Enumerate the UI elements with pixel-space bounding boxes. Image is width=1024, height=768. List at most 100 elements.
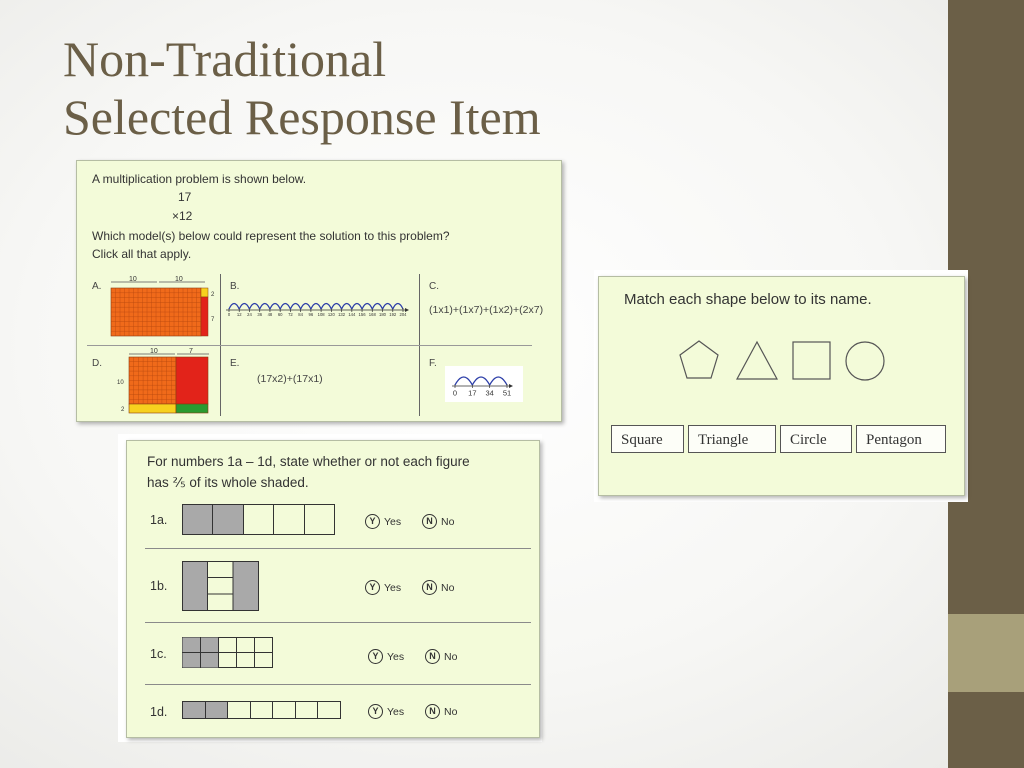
option-e-expression: (17x2)+(17x1) xyxy=(257,373,323,385)
multiplication-intro: A multiplication problem is shown below. xyxy=(92,172,307,186)
option-b-tick-label: 60 xyxy=(278,312,283,317)
option-d-area-model[interactable]: 10 7 10 2 xyxy=(117,347,217,417)
row-1c-label: 1c. xyxy=(150,647,167,661)
option-a-label[interactable]: A. xyxy=(92,281,102,292)
shape-name-circle[interactable]: Circle xyxy=(780,425,852,453)
option-f-label[interactable]: F. xyxy=(429,358,437,369)
option-b-hop xyxy=(238,302,251,310)
yes-radio-icon[interactable]: Y xyxy=(365,580,380,595)
shape-name-triangle[interactable]: Triangle xyxy=(688,425,776,453)
option-e-label[interactable]: E. xyxy=(230,358,240,369)
row-1a-yes-option[interactable]: Y Yes xyxy=(365,514,401,529)
option-d-top-left: 10 xyxy=(150,348,158,355)
yes-radio-icon[interactable]: Y xyxy=(368,649,383,664)
title-line-1: Non-Traditional xyxy=(63,31,387,87)
option-f-arrow-icon xyxy=(509,384,513,388)
option-d-side-bottom: 2 xyxy=(121,407,125,413)
row-1b-figure xyxy=(182,561,259,611)
shape-name-pentagon[interactable]: Pentagon xyxy=(856,425,946,453)
circle-icon xyxy=(845,341,885,381)
fractions-prompt-line-1: For numbers 1a – 1d, state whether or no… xyxy=(147,454,470,469)
square-icon xyxy=(792,341,831,380)
sidebar-accent-block xyxy=(948,614,1024,692)
no-label: No xyxy=(441,581,455,594)
option-b-tick-label: 0 xyxy=(228,312,231,317)
shape-name-square[interactable]: Square xyxy=(611,425,684,453)
option-b-hop xyxy=(330,302,343,310)
option-b-tick-label: 120 xyxy=(328,312,336,317)
option-b-hop xyxy=(371,302,384,310)
row-1c-figure xyxy=(182,637,273,668)
yes-label: Yes xyxy=(384,515,402,528)
row-1c-no-option[interactable]: N No xyxy=(425,649,457,664)
option-b-tick-label: 168 xyxy=(369,312,377,317)
option-a-top-left: 10 xyxy=(129,276,137,283)
no-radio-icon[interactable]: N xyxy=(422,514,437,529)
option-b-tick-label: 180 xyxy=(379,312,387,317)
row-separator xyxy=(145,548,531,549)
row-1b-label: 1b. xyxy=(150,579,168,593)
row-1c-yes-option[interactable]: Y Yes xyxy=(368,649,404,664)
option-a-side-top: 2 xyxy=(211,292,215,298)
shapes-row xyxy=(679,340,885,381)
row-1d-label: 1d. xyxy=(150,705,168,719)
option-b-hop xyxy=(248,302,261,310)
option-b-hop xyxy=(351,302,363,310)
option-f-tick-label: 51 xyxy=(503,389,511,398)
option-c-expression: (1x1)+(1x7)+(1x2)+(2x7) xyxy=(429,304,544,316)
option-f-hop xyxy=(471,376,491,386)
multiplication-instruction: Click all that apply. xyxy=(92,247,192,261)
option-a-top-right: 10 xyxy=(175,276,183,283)
option-b-tick-label: 12 xyxy=(237,312,242,317)
option-b-arrow-icon xyxy=(405,308,409,312)
option-b-tick-label: 144 xyxy=(348,312,356,317)
option-b-tick-label: 192 xyxy=(389,312,397,317)
row-separator xyxy=(145,622,531,623)
option-f-hop xyxy=(454,376,473,386)
option-b-hop xyxy=(381,302,394,310)
option-d-label[interactable]: D. xyxy=(92,358,102,369)
fractions-prompt-line-2: has ⅖ of its whole shaded. xyxy=(147,475,309,490)
shapes-item-card: Match each shape below to its name. Squa… xyxy=(598,276,965,496)
option-b-tick-label: 132 xyxy=(338,312,346,317)
row-1a-label: 1a. xyxy=(150,513,168,527)
slide-title: Non-Traditional Selected Response Item xyxy=(63,30,541,146)
no-label: No xyxy=(444,650,458,663)
option-b-hop xyxy=(279,302,292,310)
row-1d-figure xyxy=(182,701,341,719)
no-label: No xyxy=(444,705,458,718)
no-radio-icon[interactable]: N xyxy=(422,580,437,595)
row-separator xyxy=(145,684,531,685)
option-b-tick-label: 72 xyxy=(288,312,293,317)
option-b-tick-label: 156 xyxy=(359,312,367,317)
yes-radio-icon[interactable]: Y xyxy=(368,704,383,719)
option-a-area-model[interactable]: 10 10 2 7 xyxy=(109,275,219,339)
option-b-label[interactable]: B. xyxy=(230,281,240,292)
triangle-icon xyxy=(735,340,779,380)
row-1a-figure xyxy=(182,504,335,535)
no-label: No xyxy=(441,515,455,528)
option-b-tick-label: 24 xyxy=(247,312,252,317)
option-f-tick-label: 17 xyxy=(468,389,476,398)
option-b-tick-label: 96 xyxy=(309,312,314,317)
option-c-label[interactable]: C. xyxy=(429,281,439,292)
yes-label: Yes xyxy=(387,650,405,663)
fractions-item-card: For numbers 1a – 1d, state whether or no… xyxy=(126,440,540,738)
option-a-side-bottom: 7 xyxy=(211,317,215,323)
row-1b-no-option[interactable]: N No xyxy=(422,580,454,595)
row-1d-no-option[interactable]: N No xyxy=(425,704,457,719)
no-radio-icon[interactable]: N xyxy=(425,649,440,664)
yes-radio-icon[interactable]: Y xyxy=(365,514,380,529)
option-b-hop xyxy=(269,302,281,310)
option-b-hop xyxy=(320,302,332,310)
title-line-2: Selected Response Item xyxy=(63,89,541,145)
no-radio-icon[interactable]: N xyxy=(425,704,440,719)
multiplication-question: Which model(s) below could represent the… xyxy=(92,229,450,243)
yes-label: Yes xyxy=(387,705,405,718)
pentagon-icon xyxy=(679,340,719,379)
row-1a-no-option[interactable]: N No xyxy=(422,514,454,529)
row-1d-yes-option[interactable]: Y Yes xyxy=(368,704,404,719)
